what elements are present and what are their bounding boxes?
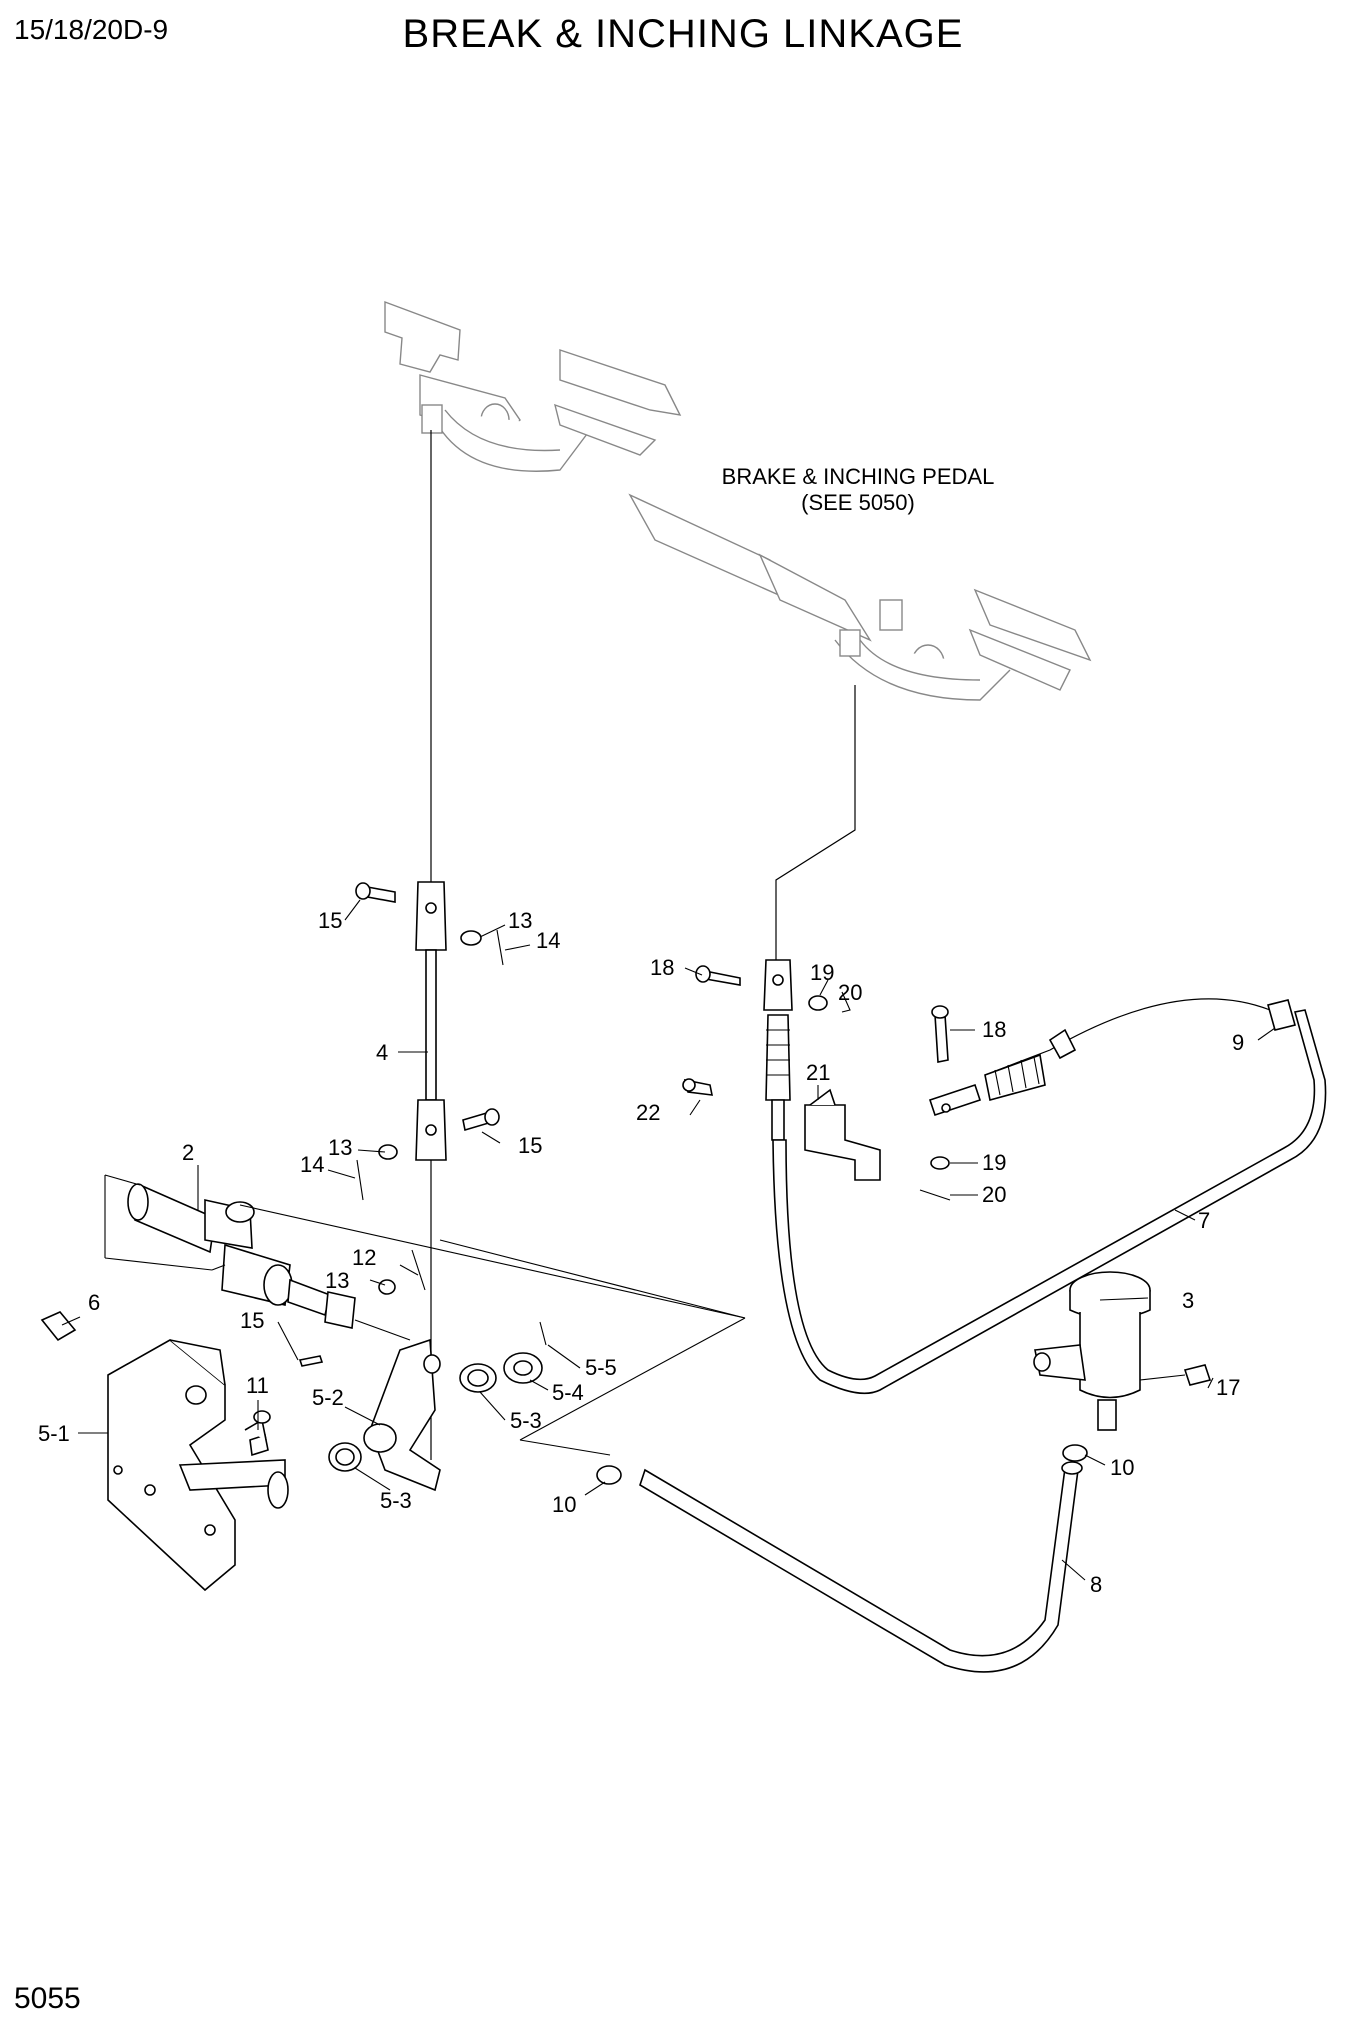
callout-label: 13 <box>508 908 532 933</box>
hose-8 <box>596 1444 1088 1673</box>
bracket-5-1 <box>40 1311 289 1592</box>
callout-label: 14 <box>300 1152 324 1177</box>
lever-5-2 <box>328 1321 547 1492</box>
callout-label: 5-2 <box>312 1385 344 1410</box>
callout-label: 19 <box>982 1150 1006 1175</box>
callout-label: 9 <box>1232 1030 1244 1055</box>
callout-label: 21 <box>806 1060 830 1085</box>
callout-label: 20 <box>838 980 862 1005</box>
callout-label: 5-1 <box>38 1421 70 1446</box>
callout-label: 18 <box>982 1017 1006 1042</box>
leader-lines <box>61 899 1276 1581</box>
callout-label: 5-3 <box>510 1408 542 1433</box>
callout-label: 5-4 <box>552 1380 584 1405</box>
callout-label: 3 <box>1182 1288 1194 1313</box>
callout-label: 10 <box>552 1492 576 1517</box>
callout-label: 14 <box>536 928 560 953</box>
note-line-2: (SEE 5050) <box>801 490 915 515</box>
callout-label: 17 <box>1216 1375 1240 1400</box>
callout-label: 10 <box>1110 1455 1134 1480</box>
reservoir-3 <box>1033 1271 1212 1431</box>
cable-7 <box>682 685 1327 1395</box>
callout-label: 15 <box>518 1133 542 1158</box>
page-number: 5055 <box>14 1982 81 2015</box>
callout-label: 15 <box>240 1308 264 1333</box>
callout-label: 8 <box>1090 1572 1102 1597</box>
callout-label: 13 <box>328 1135 352 1160</box>
callout-label: 15 <box>318 908 342 933</box>
callout-label: 20 <box>982 1182 1006 1207</box>
callout-label: 5-5 <box>585 1355 617 1380</box>
master-cylinder-2 <box>104 1174 746 1456</box>
callout-label: 18 <box>650 955 674 980</box>
upper-pedal-drawing <box>384 300 682 472</box>
callout-label: 22 <box>636 1100 660 1125</box>
model-code: 15/18/20D-9 <box>14 14 169 45</box>
callout-label: 7 <box>1198 1208 1210 1233</box>
callout-label: 4 <box>376 1040 388 1065</box>
lower-pedal-drawing <box>628 493 1092 701</box>
callout-label: 5-3 <box>380 1488 412 1513</box>
rod-assembly-4 <box>355 430 504 1460</box>
callout-label: 19 <box>810 960 834 985</box>
callout-label: 13 <box>325 1268 349 1293</box>
callout-label: 2 <box>182 1140 194 1165</box>
callout-label: 11 <box>246 1373 269 1398</box>
note-line-1: BRAKE & INCHING PEDAL <box>722 464 995 489</box>
callout-label: 12 <box>352 1245 376 1270</box>
page-title: BREAK & INCHING LINKAGE <box>402 12 964 56</box>
callout-label: 6 <box>88 1290 100 1315</box>
